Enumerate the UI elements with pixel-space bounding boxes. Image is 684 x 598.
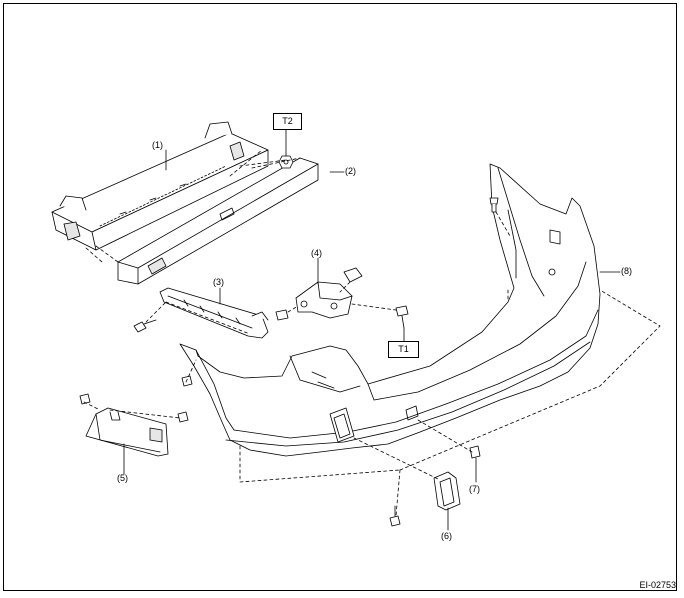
bumper-bracket-4 [295, 281, 353, 319]
rear-reflector [433, 471, 461, 511]
torque-label-t2: T2 [273, 113, 302, 130]
callout-1: (1) [152, 140, 163, 150]
callout-5: (5) [117, 473, 128, 483]
leader-lines [123, 127, 621, 531]
bumper-bracket-3 [159, 287, 269, 339]
figure-id: EI-02753 [639, 580, 676, 590]
callout-7: (7) [469, 484, 480, 494]
callout-8: (8) [621, 266, 632, 276]
bumper-bracket-5 [85, 407, 169, 457]
callout-2: (2) [345, 166, 356, 176]
diagram-frame [3, 3, 677, 591]
cap-7 [469, 445, 481, 459]
callout-6: (6) [441, 531, 452, 541]
bumper-face [179, 163, 601, 457]
fasteners [79, 155, 499, 527]
callout-4: (4) [311, 248, 322, 258]
torque-label-t1: T1 [388, 341, 419, 358]
bumper-beam [51, 121, 269, 251]
assembly-lines [83, 149, 661, 517]
callout-3: (3) [213, 277, 224, 287]
